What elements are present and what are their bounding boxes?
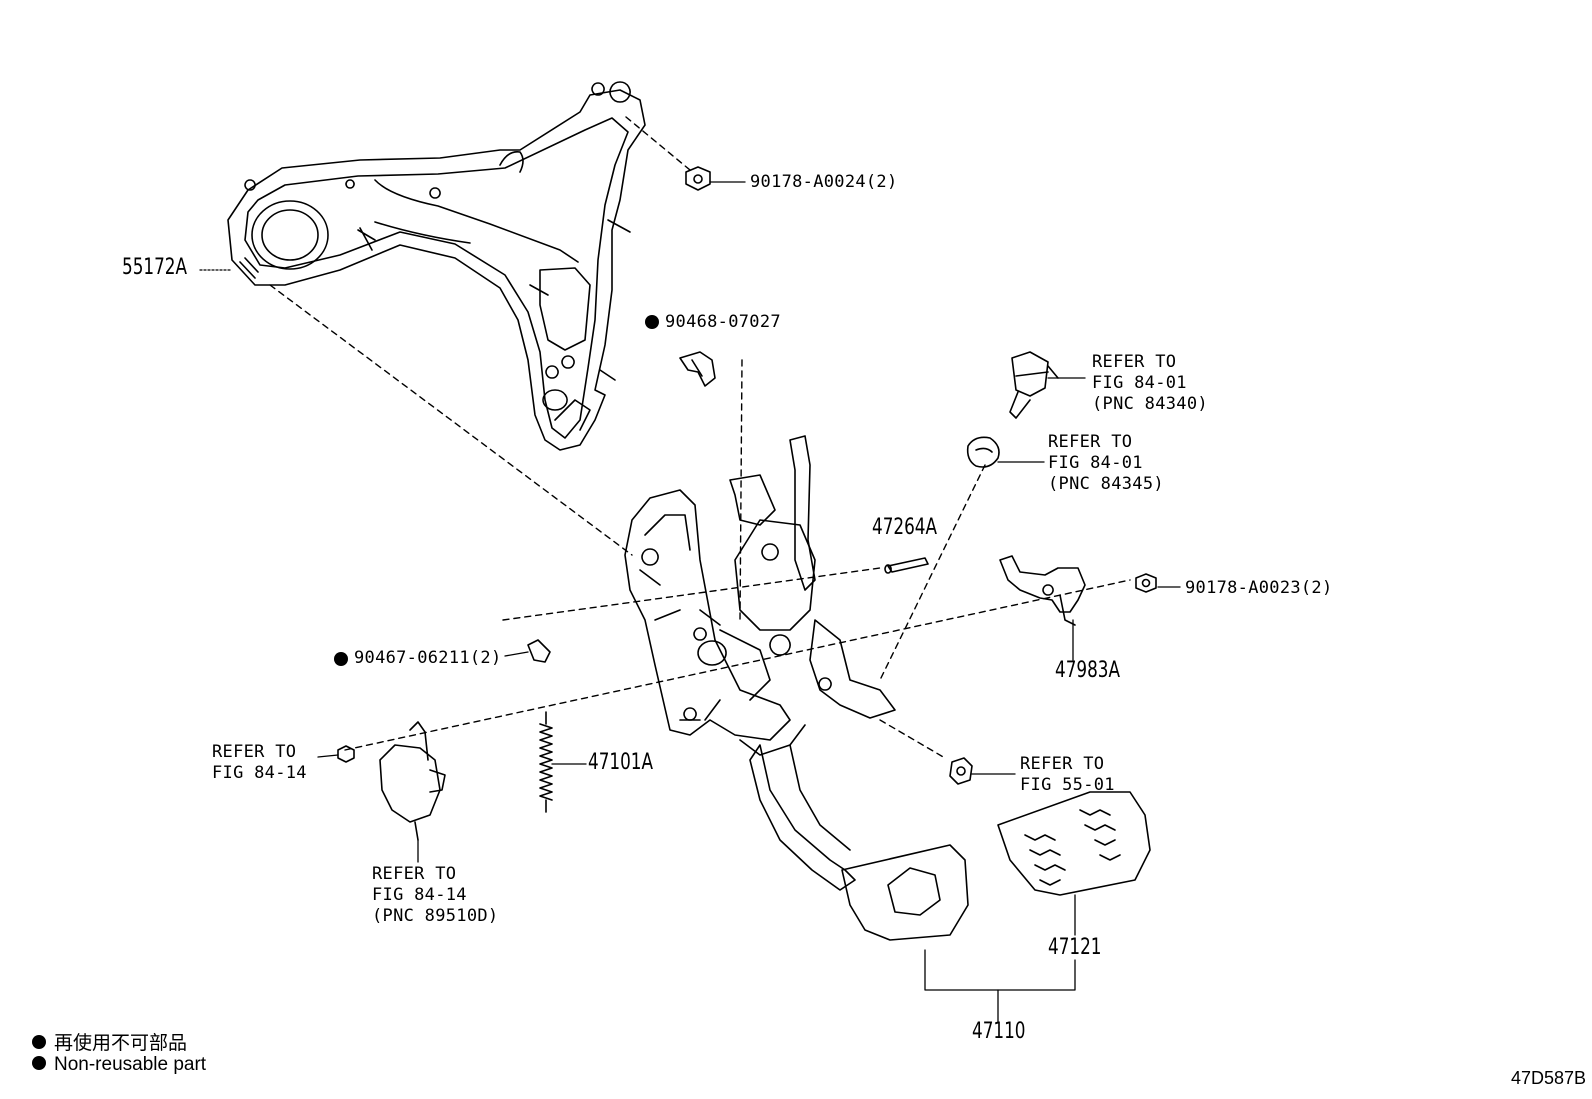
bullet-icon	[32, 1034, 46, 1049]
diagram-code: 47D587B	[1510, 1068, 1586, 1088]
label-refer-55-01: REFER TO FIG 55-01	[1020, 754, 1115, 795]
nut-90178-a0023	[1135, 573, 1157, 593]
legend-jp-text: 再使用不可部品	[54, 1033, 188, 1054]
label-47264a: 47264A	[872, 515, 938, 540]
legend-jp: 再使用不可部品	[32, 1028, 187, 1055]
pedal-pad-47121	[997, 791, 1151, 896]
clip-90468-07027	[679, 351, 716, 387]
bullet-icon	[32, 1055, 46, 1070]
label-90178-a0023: 90178-A0023(2)	[1185, 578, 1333, 598]
label-refer-84340: REFER TO FIG 84-01 (PNC 84340)	[1092, 352, 1208, 414]
label-47121: 47121	[1048, 935, 1102, 960]
label-55172a: 55172A	[122, 255, 188, 280]
clip-90467-06211	[527, 639, 551, 663]
bracket-47983a	[999, 555, 1086, 626]
label-refer-84-14: REFER TO FIG 84-14	[212, 742, 307, 783]
label-47110: 47110	[972, 1019, 1026, 1044]
nut-90178-a0024	[685, 166, 711, 191]
bracket-55172a	[227, 81, 646, 451]
stop-lamp-switch	[1009, 351, 1059, 419]
nut-refer-84-14	[337, 745, 355, 763]
pin-47264a	[884, 557, 929, 574]
non-reusable-marker	[645, 315, 659, 329]
label-47983a: 47983A	[1055, 658, 1121, 683]
bolt-refer-55-01	[949, 757, 973, 785]
label-refer-84345: REFER TO FIG 84-01 (PNC 84345)	[1048, 432, 1164, 494]
spring-47101a	[539, 711, 553, 813]
label-90178-a0024: 90178-A0024(2)	[750, 172, 898, 192]
pedal-support-bracket	[624, 435, 896, 756]
label-90468-07027: 90468-07027	[665, 312, 781, 332]
legend-en-text: Non-reusable part	[54, 1054, 207, 1075]
label-90467-06211: 90467-06211(2)	[354, 648, 502, 668]
label-refer-89510d: REFER TO FIG 84-14 (PNC 89510D)	[372, 864, 499, 926]
brake-pedal-lever	[749, 744, 969, 941]
switch-cushion	[966, 436, 1000, 468]
dashed-leaders	[269, 116, 1131, 759]
label-47101a: 47101A	[588, 750, 654, 775]
non-reusable-marker	[334, 652, 348, 666]
legend-en: Non-reusable part	[32, 1054, 206, 1076]
pedal-stroke-sensor	[379, 721, 446, 841]
solid-leaders	[199, 181, 1181, 1023]
